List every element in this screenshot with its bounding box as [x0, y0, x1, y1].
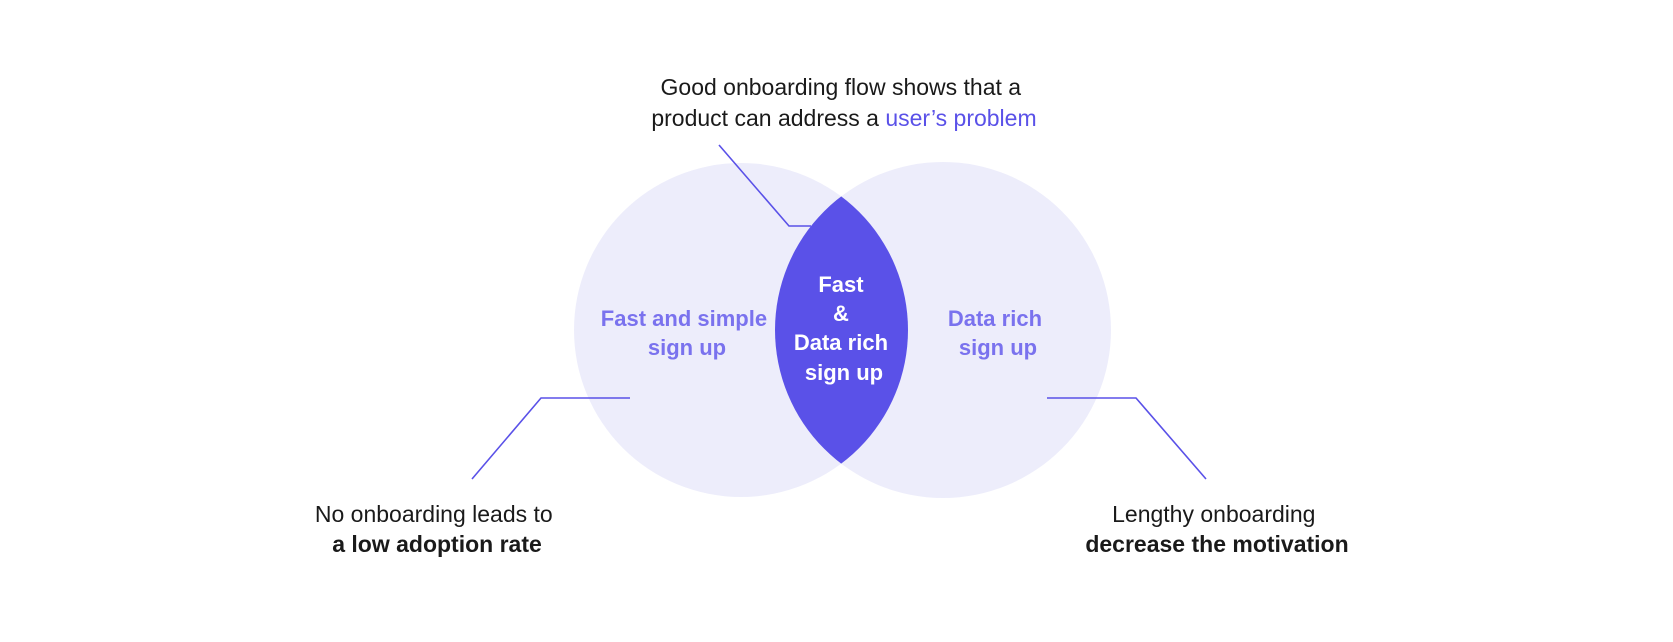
top-callout: Good onboarding flow shows that a produc… — [651, 74, 1036, 131]
overlap-lens — [775, 163, 908, 497]
right-callout-line — [1047, 397, 1207, 480]
right-circle-label: Data rich sign up — [948, 306, 1048, 360]
right-callout: Lengthy onboarding decrease the motivati… — [1085, 501, 1348, 557]
left-callout: No onboarding leads to a low adoption ra… — [315, 501, 559, 557]
left-circle-label: Fast and simple sign up — [601, 306, 773, 360]
overlap-label: Fast & Data rich sign up — [794, 272, 894, 385]
top-callout-line — [718, 144, 811, 227]
left-callout-line — [471, 397, 630, 480]
